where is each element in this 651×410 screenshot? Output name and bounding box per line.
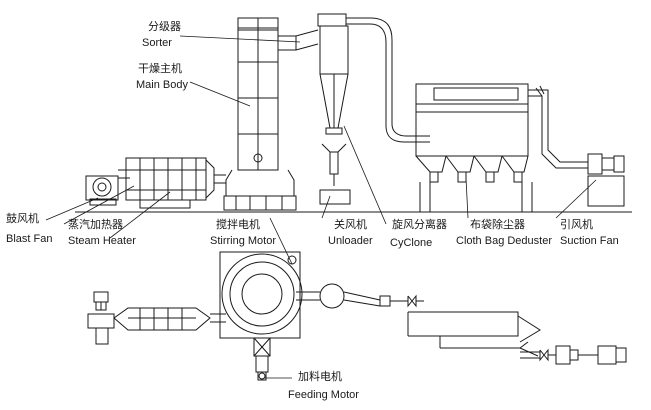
steam-heater-label-cn: 蒸汽加热器 [68, 219, 123, 231]
sorter-label-en: Sorter [142, 37, 172, 49]
suction-fan-label-en: Suction Fan [560, 235, 619, 247]
plan-cloth-bag-deduster [407, 311, 541, 357]
suction-fan [587, 153, 625, 207]
sorter-duct [278, 29, 319, 51]
stirring-motor-label-en: Stirring Motor [210, 235, 277, 247]
main-body [223, 17, 297, 211]
suction-duct [528, 85, 588, 169]
plan-ducts [379, 294, 424, 308]
cloth-bag-label-en: Cloth Bag Deduster [456, 235, 552, 247]
sorter-label-cn: 分级器 [148, 21, 181, 33]
plan-cyclone [296, 283, 381, 309]
plan-blast-fan [87, 291, 115, 345]
plan-steam-heater [113, 307, 226, 331]
plan-main-body [219, 251, 303, 381]
steam-heater [125, 157, 226, 209]
main-body-label-cn: 干燥主机 [138, 63, 182, 75]
blast-fan-label-cn: 鼓风机 [6, 213, 39, 225]
blast-fan [85, 169, 130, 206]
stirring-motor-label-cn: 搅拌电机 [216, 219, 260, 231]
cyclone-label-en: CyClone [390, 237, 433, 249]
feeding-motor-label-cn: 加料电机 [298, 371, 342, 383]
leader-lines [45, 35, 597, 379]
cloth-bag-deduster [415, 83, 533, 212]
main-body-label-en: Main Body [136, 79, 188, 91]
cloth-bag-label-cn: 布袋除尘器 [470, 219, 525, 231]
unloader-label-en: Unloader [328, 235, 373, 247]
blast-fan-label-en: Blast Fan [6, 233, 53, 245]
cyclone-outlet-duct [369, 17, 430, 143]
suction-fan-label-cn: 引风机 [560, 219, 593, 231]
unloader-label-cn: 关风机 [334, 219, 367, 231]
steam-heater-label-en: Steam Heater [68, 235, 136, 247]
cyclone [317, 13, 370, 205]
feeding-motor-label-en: Feeding Motor [288, 389, 359, 401]
plan-suction-fan [520, 345, 627, 365]
cyclone-label-cn: 旋风分离器 [392, 219, 447, 231]
